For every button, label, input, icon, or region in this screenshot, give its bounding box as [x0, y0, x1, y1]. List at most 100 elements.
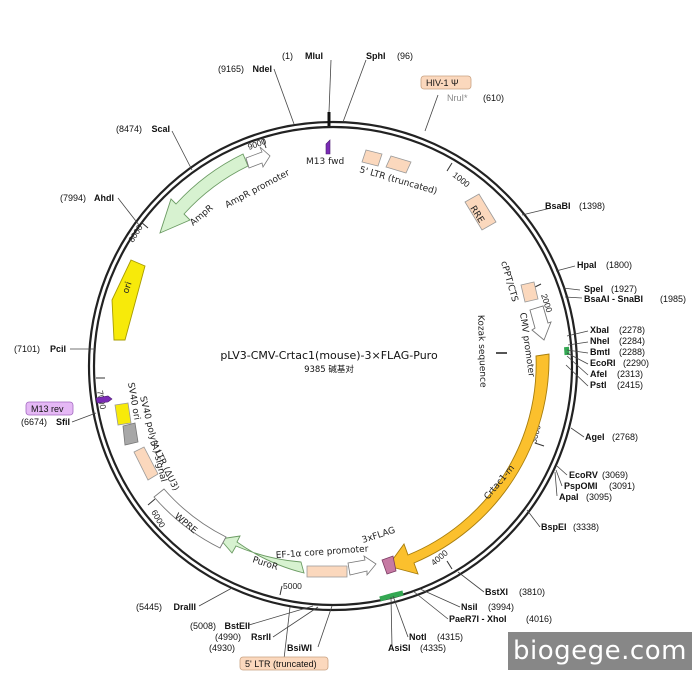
- backbone-highlight-ecori: [564, 346, 570, 356]
- site-pos: (3091): [609, 481, 635, 491]
- site-name: AhdI: [94, 193, 114, 203]
- site-name: NruI*: [447, 93, 468, 103]
- site-name: SphI: [366, 51, 386, 61]
- feature-sv40-polya: [122, 422, 139, 446]
- site-pos: (4315): [437, 632, 463, 642]
- feature-m13-fwd: [325, 139, 331, 155]
- site-pos: (5445): [136, 602, 162, 612]
- site-name: BsaBI: [545, 201, 571, 211]
- site-name: EcoRV: [569, 470, 598, 480]
- site-pos: (3338): [573, 522, 599, 532]
- tick-label: 6000: [149, 508, 167, 530]
- site-pos: (3994): [488, 602, 514, 612]
- site-pos: (4990): [215, 632, 241, 642]
- feature-label-ampr: AmpR: [189, 203, 216, 228]
- site-name: NheI: [590, 336, 610, 346]
- feature-m13-rev: [95, 395, 113, 404]
- site-pos: (2313): [617, 369, 643, 379]
- feature-cppt-cts: [520, 281, 539, 303]
- site-name: BmtI: [590, 347, 610, 357]
- site-pos: (2290): [623, 358, 649, 368]
- site-pos: (4335): [420, 643, 446, 653]
- site-name: PaeR7I - XhoI: [449, 614, 507, 624]
- site-name: XbaI: [590, 325, 609, 335]
- site-name: NsiI: [461, 602, 478, 612]
- feature-label-3xflag: 3xFLAG: [361, 526, 397, 546]
- site-name: BsaAI - SnaBI: [584, 294, 643, 304]
- feature-ori: ori: [111, 259, 146, 341]
- site-5ltr-bottom: 5' LTR (truncated): [245, 659, 317, 669]
- site-pos: (4016): [526, 614, 552, 624]
- site-name: BstEII: [224, 621, 250, 631]
- site-name: SfiI: [56, 417, 70, 427]
- site-pos: (5008): [190, 621, 216, 631]
- feature-label-kozak: Kozak sequence: [475, 315, 488, 388]
- feature-cmv-promoter: [529, 305, 552, 341]
- feature-label-ef1a: EF-1α core promoter: [276, 545, 370, 561]
- feature-ampr-promoter: [245, 146, 271, 169]
- feature-ef1a-promoter: [306, 555, 377, 578]
- site-name: AgeI: [585, 432, 605, 442]
- feature-3ltr: [133, 446, 159, 481]
- tick-label: 5000: [283, 581, 302, 591]
- feature-label-m13-fwd: M13 fwd: [306, 157, 344, 167]
- tick-label: 9000: [246, 136, 267, 152]
- site-pos: (2288): [619, 347, 645, 357]
- site-pos: (2278): [619, 325, 645, 335]
- feature-label-cppt: cPPT/CTS: [498, 260, 519, 303]
- site-pos: (1927): [611, 284, 637, 294]
- feature-5ltr: [361, 149, 412, 174]
- site-pos: (3069): [602, 470, 628, 480]
- site-name: AfeI: [590, 369, 607, 379]
- site-pos: (8474): [116, 124, 142, 134]
- site-pos: (7994): [60, 193, 86, 203]
- site-name: SpeI: [584, 284, 603, 294]
- site-pos: (9165): [218, 64, 244, 74]
- site-pos: (2768): [612, 432, 638, 442]
- site-name: PciI: [50, 344, 66, 354]
- site-pos: (1398): [579, 201, 605, 211]
- feature-label-ampr-promoter: AmpR promoter: [224, 168, 292, 211]
- site-name: HpaI: [577, 260, 597, 270]
- site-name: BsiWI: [287, 643, 312, 653]
- tick-label: 1000: [451, 170, 472, 190]
- site-name: BstXI: [485, 587, 508, 597]
- tick-label: 8000: [126, 222, 145, 244]
- site-pos: (3810): [519, 587, 545, 597]
- site-leaders: [70, 59, 589, 660]
- backbone-highlight-noti: [379, 590, 404, 602]
- backbone-outer-ring: [87, 120, 579, 612]
- plasmid-title: pLV3-CMV-Crtac1(mouse)-3×FLAG-Puro: [220, 349, 438, 362]
- feature-crtac1: Crtac1-m: [387, 353, 550, 575]
- feature-sv40-ori: [114, 402, 132, 426]
- site-name: MluI: [305, 51, 323, 61]
- site-labels: (1) MluI SphI (96) HIV-1 Ψ NruI* (610) B…: [14, 51, 686, 671]
- site-pos: (6674): [21, 417, 47, 427]
- site-pos: (96): [397, 51, 413, 61]
- site-name: ScaI: [151, 124, 170, 134]
- watermark: biogege.com: [508, 632, 692, 670]
- site-m13-rev: M13 rev: [31, 404, 64, 414]
- site-name: BspEI: [541, 522, 567, 532]
- site-name: AsiSI: [388, 643, 411, 653]
- site-pos: (3095): [586, 492, 612, 502]
- site-pos: (1985): [660, 294, 686, 304]
- site-pos: (1800): [606, 260, 632, 270]
- site-name: PstI: [590, 380, 607, 390]
- site-name: DraIII: [173, 602, 196, 612]
- site-pos: (4930): [209, 643, 235, 653]
- site-pos: (2415): [617, 380, 643, 390]
- site-pos: (1): [282, 51, 293, 61]
- site-name: EcoRI: [590, 358, 616, 368]
- site-hiv-psi: HIV-1 Ψ: [426, 78, 459, 88]
- site-pos: (610): [483, 93, 504, 103]
- plasmid-length: 9385 碱基对: [304, 364, 354, 375]
- site-pos: (2284): [619, 336, 645, 346]
- site-name: NdeI: [252, 64, 272, 74]
- feature-rre: RRE: [464, 193, 497, 231]
- feature-label-ori: ori: [121, 281, 134, 295]
- feature-3xflag: [381, 555, 397, 575]
- site-name: RsrII: [251, 632, 271, 642]
- backbone-inner-ring: [92, 125, 574, 607]
